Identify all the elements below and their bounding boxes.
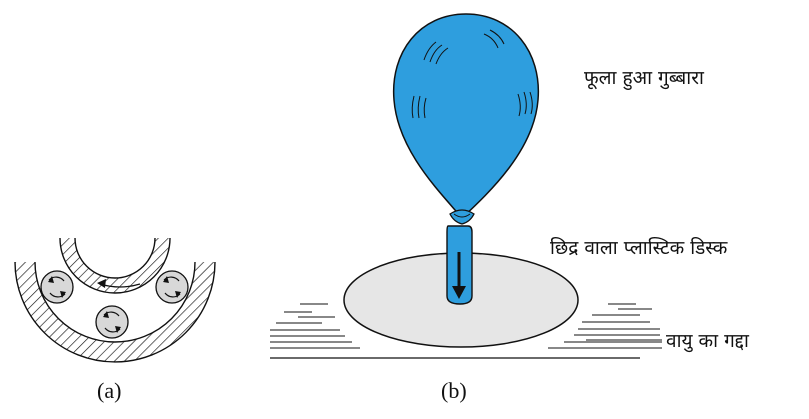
bearing-ball-left [40,270,74,304]
caption-b: (b) [441,378,467,403]
balloon-knot [449,209,475,225]
air-streaks-left [270,303,360,349]
caption-a: (a) [97,378,122,403]
disc-label: छिद्र वाला प्लास्टिक डिस्क [550,237,728,259]
rotation-arrow-icon [97,279,141,288]
air-streaks-right [548,303,662,349]
ball-bearing-diagram [14,237,216,363]
bearing-ball-right [155,270,189,304]
balloon-label: फूला हुआ गुब्बारा [584,67,704,89]
hovercraft-diagram [270,13,662,359]
bearing-ball-bottom [95,305,129,339]
balloon [392,13,540,220]
air-cushion-label: वायु का गद्दा [666,330,749,352]
outer-race [14,261,216,363]
balloon-shine-marks [411,29,533,119]
down-arrow-icon [452,252,466,299]
